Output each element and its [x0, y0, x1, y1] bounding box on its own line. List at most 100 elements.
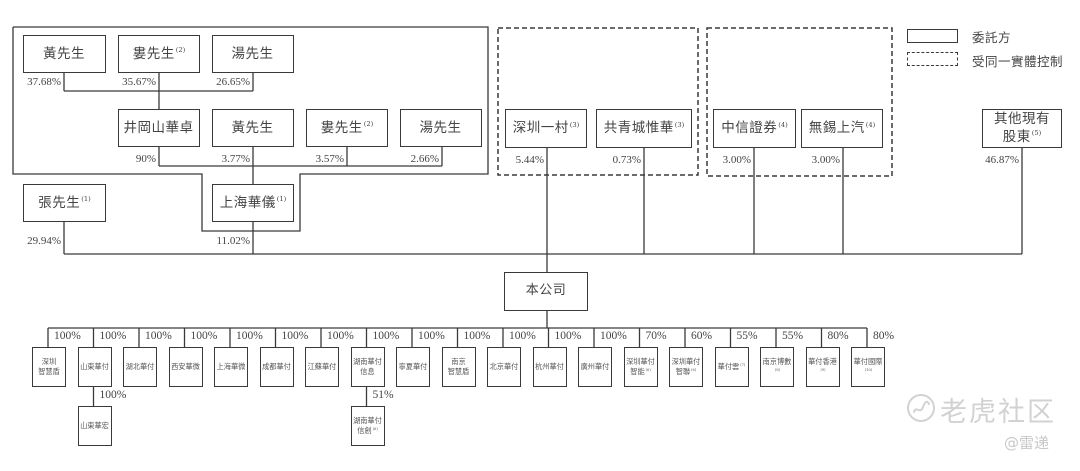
subsidiary-box: 北京華付 [487, 347, 521, 387]
subsidiary-box: 華付雲(7) [714, 347, 749, 387]
ownership-pct: 3.57% [315, 153, 344, 165]
footnote-mark: (4) [778, 120, 788, 129]
shareholder-box-other-existing: 其他現有 股東(5) [982, 109, 1062, 148]
ownership-pct: 90% [135, 153, 156, 165]
subsidiary-name-line: 湖南華付 [353, 416, 382, 426]
shareholder-box-mr-tang: 湯先生 [212, 35, 294, 73]
shareholder-box-mr-huang: 黃先生 [23, 35, 106, 73]
ownership-pct: 55% [736, 330, 758, 342]
ownership-pct: 100% [99, 389, 127, 401]
ownership-pct: 37.68% [27, 76, 61, 88]
ownership-pct: 26.65% [216, 76, 250, 88]
footnote-mark: (6) [691, 367, 697, 372]
subsidiary-name-line: 深圳 [41, 357, 57, 367]
shareholder-box-shenzhen-yicun: 深圳一村(3) [505, 109, 587, 148]
ownership-pct: 100% [54, 330, 81, 342]
ownership-pct: 55% [782, 330, 804, 342]
ownership-pct: 60% [691, 330, 713, 342]
shareholder-name: 黃先生 [43, 45, 85, 62]
subsidiary-box: 杭州華付 [532, 347, 567, 387]
shareholder-box-gongqingcheng-weihua: 共青城惟華(3) [596, 109, 692, 148]
subsidiary-box: 湖南華付信息 [350, 347, 385, 387]
ownership-pct: 3.77% [221, 153, 250, 165]
subsidiary-name-line: 湖北華付 [125, 362, 155, 372]
shareholder-name: 無錫上汽 [808, 120, 865, 137]
shareholder-name: 井岡山華卓 [123, 119, 194, 136]
subsidiary-box: 南京博數(8) [760, 347, 794, 387]
ownership-pct: 51% [372, 389, 394, 401]
shareholder-name: 湯先生 [419, 119, 462, 136]
ownership-pct: 3.00% [722, 154, 751, 166]
subsidiary-name-line: 杭州華付 [535, 362, 564, 372]
subsidiary-name-line: 智慧盾 [38, 367, 60, 376]
footnote-mark: (7) [740, 362, 746, 367]
ownership-pct: 29.94% [27, 235, 61, 247]
company-box: 本公司 [504, 272, 588, 311]
subsidiary-name-line: 西安華微 [171, 362, 200, 372]
ownership-pct: 100% [281, 330, 309, 342]
footnote-mark: (4) [865, 120, 876, 129]
sub-subsidiary-box: 山東華宏 [77, 406, 112, 446]
shareholder-name: 深圳一村 [512, 120, 569, 137]
ownership-pct: 11.02% [216, 235, 250, 247]
footnote-mark: (1) [81, 195, 91, 204]
shareholder-name: 婁先生 [320, 119, 363, 136]
subsidiary-name-line: 華付雲 [717, 362, 740, 372]
shareholder-name: 共青城惟華 [603, 120, 674, 137]
subsidiary-box: 江蘇華付 [305, 347, 339, 387]
footnote-mark: (3) [569, 120, 580, 129]
subsidiary-box: 廣州華付 [578, 347, 612, 387]
subsidiary-name-line: 南京博數 [762, 357, 792, 367]
shareholder-box-mr-tang: 湯先生 [400, 109, 482, 147]
ownership-pct: 100% [236, 330, 263, 342]
legend-solid-swatch [907, 29, 958, 43]
footnote-mark: (5) [1031, 129, 1042, 137]
ownership-pct: 0.73% [612, 154, 641, 166]
subsidiary-box: 山東華付 [77, 347, 112, 387]
shareholder-box-jinggangshan-huazhuo: 井岡山華卓 [118, 109, 200, 147]
common-control-boundary-citic [706, 27, 893, 177]
shareholder-box-shanghai-huayi: 上海華儀(1) [212, 184, 294, 222]
shareholder-box-mr-huang: 黃先生 [212, 109, 294, 147]
subsidiary-box: 湖北華付 [123, 347, 157, 387]
entrusting-party-boundary [12, 26, 489, 232]
tiger-logo-icon [907, 394, 935, 422]
footnote-mark: (2) [175, 46, 186, 55]
shareholder-name-line: 股東 [1002, 128, 1031, 145]
ownership-pct: 80% [873, 330, 895, 342]
subsidiary-name-line: 廣州華付 [580, 362, 610, 372]
subsidiary-box: 寧夏華付 [396, 347, 430, 387]
ownership-pct: 5.44% [515, 154, 544, 166]
ownership-pct: 3.00% [811, 154, 840, 166]
shareholder-name: 婁先生 [132, 45, 175, 62]
ownership-pct: 100% [418, 330, 445, 342]
subsidiary-name-line: 華付國際 [853, 357, 883, 367]
ownership-pct: 100% [600, 330, 627, 342]
subsidiary-name-line: 湖南華付 [353, 357, 382, 367]
footnote-mark: (8) [774, 367, 781, 372]
subsidiary-name-line: 成都華付 [262, 362, 291, 372]
subsidiary-name-line: 智能 [630, 367, 645, 376]
subsidiary-name-line: 北京華付 [489, 362, 519, 372]
ownership-pct: 70% [645, 330, 667, 342]
ownership-pct: 2.66% [410, 153, 439, 165]
subsidiary-box: 深圳華付智能(6) [623, 347, 658, 387]
shareholder-name: 上海華儀 [219, 194, 276, 211]
subsidiary-name-line: 華付香港 [808, 357, 837, 367]
ownership-pct: 100% [554, 330, 582, 342]
shareholder-name-line: 其他現有 [994, 110, 1050, 127]
footnote-mark: (6) [645, 367, 651, 372]
subsidiary-name-line: 山東華付 [80, 362, 109, 372]
subsidiary-name-line: 江蘇華付 [307, 362, 337, 372]
subsidiary-name-line: 智聯 [675, 367, 691, 376]
legend-dashed-label: 受同一實體控制 [972, 54, 1064, 69]
shareholder-box-wuxi-saic: 無錫上汽(4) [801, 109, 883, 148]
shareholder-name: 中信證券 [721, 120, 778, 137]
legend-dashed-swatch [907, 52, 958, 66]
ownership-pct: 100% [99, 330, 127, 342]
subsidiary-box: 深圳智慧盾 [32, 347, 66, 387]
shareholder-name: 黃先生 [231, 119, 274, 136]
footnote-mark: (1) [276, 195, 287, 204]
subsidiary-name-line: 信息 [360, 367, 375, 376]
subsidiary-name-line: 信創 [357, 426, 372, 435]
